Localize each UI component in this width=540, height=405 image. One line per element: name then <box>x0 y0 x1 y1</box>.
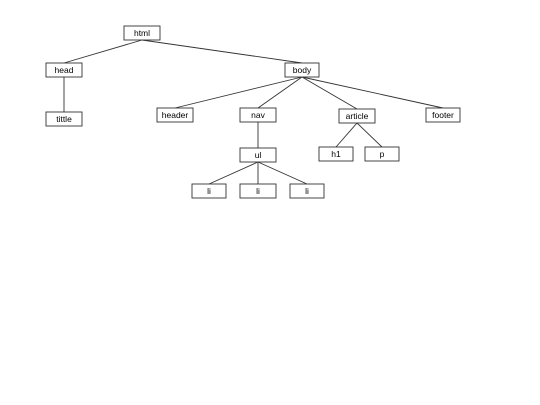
node-box-h1 <box>318 146 354 162</box>
node-box-li1 <box>191 183 227 199</box>
node-box-li2 <box>239 183 277 199</box>
node-label-p: p <box>380 149 385 159</box>
edge-article-h1 <box>335 122 358 148</box>
node-label-li3: li <box>305 186 309 196</box>
tree-node-footer: footer <box>425 107 461 123</box>
node-box-body <box>284 62 320 78</box>
node-label-footer: footer <box>432 110 454 120</box>
tree-node-head: head <box>45 62 83 78</box>
edge-html-head <box>63 39 143 64</box>
tree-node-li3: li <box>289 183 325 199</box>
tree-node-h1: h1 <box>318 146 354 162</box>
node-label-body: body <box>293 65 312 75</box>
node-label-html: html <box>134 28 150 38</box>
node-box-li3 <box>289 183 325 199</box>
edge-body-article <box>301 76 358 110</box>
tree-node-body: body <box>284 62 320 78</box>
node-label-tittle: tittle <box>56 114 72 124</box>
node-box-nav <box>239 107 277 123</box>
node-label-ul: ul <box>255 150 262 160</box>
node-label-li2: li <box>256 186 260 196</box>
edge-html-body <box>141 39 303 64</box>
tree-node-header: header <box>156 107 194 123</box>
tree-node-ul: ul <box>239 147 277 163</box>
tree-node-html: html <box>123 25 161 41</box>
tree-node-li1: li <box>191 183 227 199</box>
tree-nodes: html head body tittle header nav article footer… <box>45 25 461 199</box>
node-label-article: article <box>346 111 369 121</box>
node-box-ul <box>239 147 277 163</box>
node-box-tittle <box>45 111 83 127</box>
edge-article-p <box>356 122 383 148</box>
tree-edges <box>63 39 444 185</box>
edge-body-nav <box>257 76 303 109</box>
node-label-li1: li <box>207 186 211 196</box>
tree-node-nav: nav <box>239 107 277 123</box>
node-label-h1: h1 <box>331 149 341 159</box>
node-box-header <box>156 107 194 123</box>
node-box-footer <box>425 107 461 123</box>
edge-ul-li3 <box>257 161 308 185</box>
node-label-nav: nav <box>251 110 265 120</box>
tree-node-p: p <box>364 146 400 162</box>
node-box-html <box>123 25 161 41</box>
tree-node-article: article <box>338 108 376 124</box>
node-box-p <box>364 146 400 162</box>
node-box-head <box>45 62 83 78</box>
edge-body-header <box>174 76 303 109</box>
tree-node-tittle: tittle <box>45 111 83 127</box>
tree-node-li2: li <box>239 183 277 199</box>
node-label-head: head <box>55 65 74 75</box>
node-box-article <box>338 108 376 124</box>
edge-ul-li1 <box>208 161 259 185</box>
edge-body-footer <box>301 76 444 109</box>
node-label-header: header <box>162 110 189 120</box>
